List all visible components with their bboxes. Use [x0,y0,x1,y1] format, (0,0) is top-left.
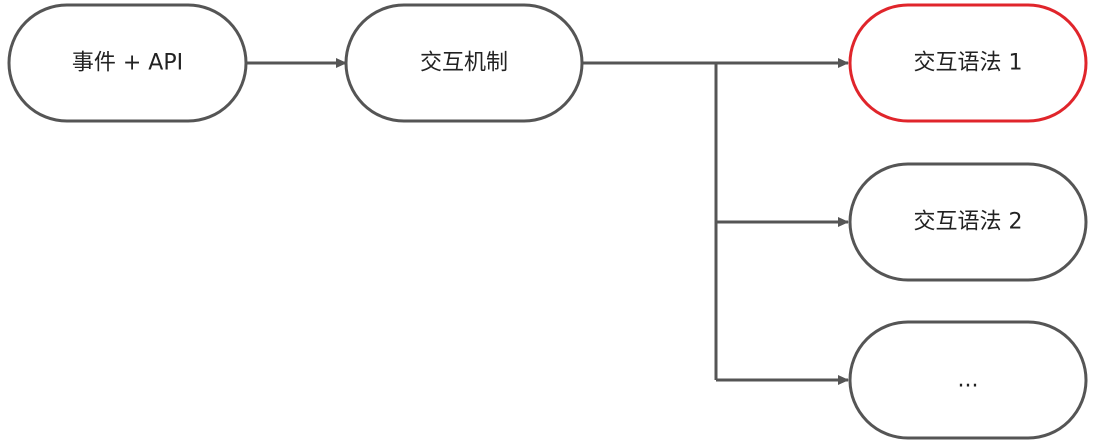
node-event-api-label: 事件 + API [72,51,183,76]
node-interaction-syntax-1-shape [848,3,1088,123]
node-more-shape [848,320,1088,440]
connectors [246,58,849,385]
node-interaction-syntax-2-shape [848,162,1088,282]
node-more: ... [848,320,1088,440]
node-interaction-mechanism: 交互机制 [344,3,584,123]
node-interaction-syntax-1: 交互语法 1 [848,3,1088,123]
node-interaction-mechanism-shape [344,3,584,123]
node-interaction-mechanism-label: 交互机制 [420,51,508,76]
node-interaction-syntax-1-label: 交互语法 1 [914,51,1023,76]
node-event-api: 事件 + API [7,3,248,123]
node-interaction-syntax-2: 交互语法 2 [848,162,1088,282]
node-event-api-shape [7,3,248,123]
node-more-label: ... [958,368,979,393]
node-interaction-syntax-2-label: 交互语法 2 [914,210,1023,235]
